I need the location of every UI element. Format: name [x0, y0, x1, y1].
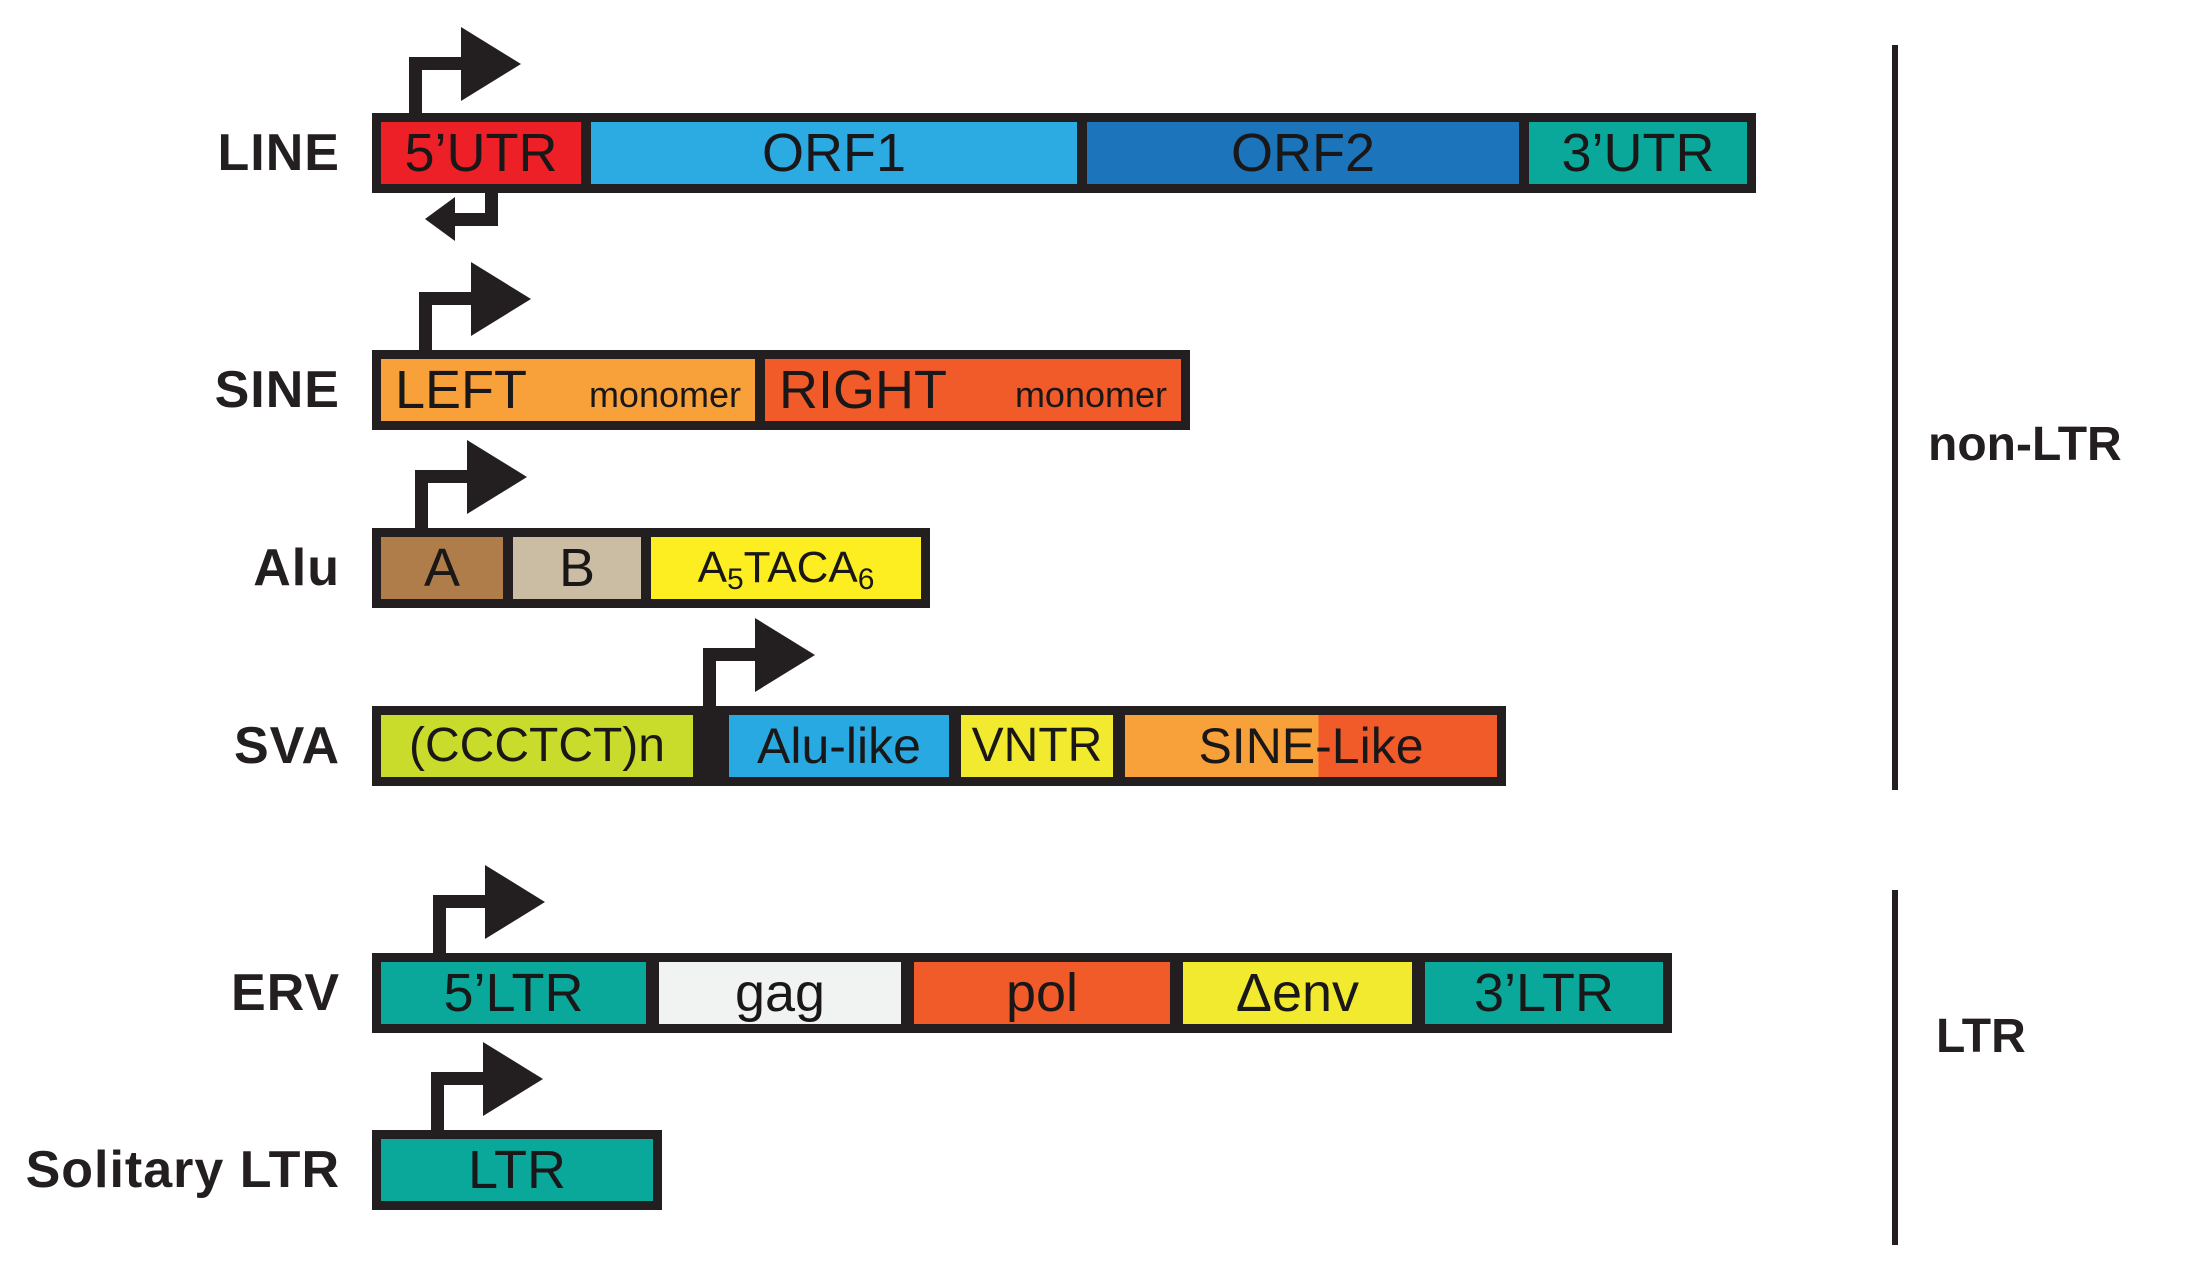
segment-line-3utr: 3’UTR: [1529, 122, 1747, 184]
segment-solitary-ltr: LTR: [381, 1139, 653, 1201]
sine-bar: LEFT monomer RIGHT monomer: [372, 350, 1190, 430]
antisense-promoter-arrow-icon: [425, 190, 503, 245]
promoter-arrow-icon: [409, 27, 521, 119]
segment-erv-pol: pol: [914, 962, 1170, 1024]
segment-erv-gag: gag: [659, 962, 901, 1024]
solitary-ltr-bar: LTR: [372, 1130, 662, 1210]
promoter-arrow-icon: [431, 1042, 543, 1134]
row-label-alu: Alu: [253, 539, 340, 597]
segment-alu-a-box: A: [381, 537, 503, 599]
row-label-erv: ERV: [231, 964, 340, 1022]
promoter-arrow-icon: [433, 865, 545, 957]
segment-line-orf1: ORF1: [591, 122, 1077, 184]
non-ltr-bracket: [1892, 45, 1898, 790]
ltr-bracket: [1892, 890, 1898, 1245]
segment-erv-3ltr: 3’LTR: [1425, 962, 1663, 1024]
ltr-label: LTR: [1936, 1010, 2026, 1063]
row-label-sine: SINE: [214, 361, 340, 419]
non-ltr-label: non-LTR: [1928, 418, 2122, 471]
row-label-line: LINE: [217, 124, 340, 182]
segment-sva-alu-like: Alu-like: [729, 715, 949, 777]
line-bar: 5’UTR ORF1 ORF2 3’UTR: [372, 113, 1756, 193]
promoter-arrow-icon: [419, 262, 531, 354]
segment-erv-env: Δenv: [1183, 962, 1412, 1024]
segment-sine-left-monomer: LEFT monomer: [381, 359, 755, 421]
promoter-arrow-icon: [703, 618, 815, 710]
row-label-solitary-ltr: Solitary LTR: [25, 1141, 340, 1199]
promoter-arrow-icon: [415, 440, 527, 532]
segment-sine-right-monomer: RIGHT monomer: [765, 359, 1181, 421]
sva-bar: (CCCTCT)n Alu-like VNTR SINE-Like: [372, 706, 1506, 786]
segment-sva-sine-like: SINE-Like: [1125, 715, 1497, 777]
segment-alu-b-box: B: [513, 537, 641, 599]
segment-sva-ccctct: (CCCTCT)n: [381, 715, 693, 777]
segment-line-5utr: 5’UTR: [381, 122, 581, 184]
segment-line-orf2: ORF2: [1087, 122, 1519, 184]
segment-sva-vntr: VNTR: [961, 715, 1113, 777]
row-label-sva: SVA: [233, 717, 340, 775]
erv-bar: 5’LTR gag pol Δenv 3’LTR: [372, 953, 1672, 1033]
segment-erv-5ltr: 5’LTR: [381, 962, 646, 1024]
